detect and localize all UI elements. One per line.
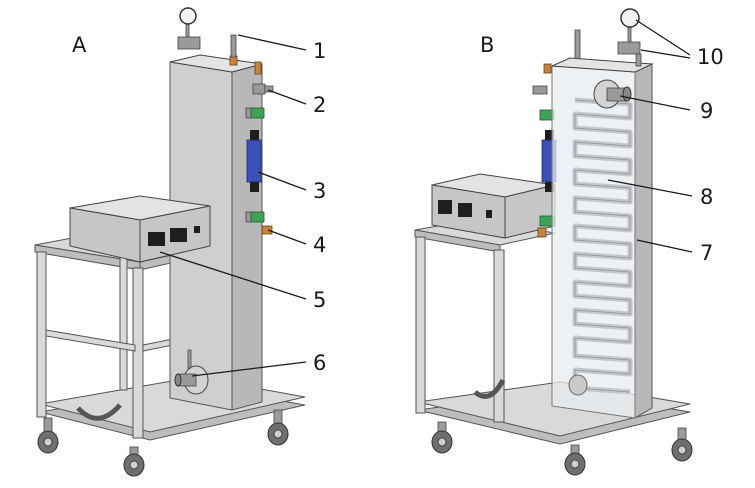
caster-wheels-a xyxy=(37,409,289,477)
leader-line-10b xyxy=(640,49,691,59)
leader-line-9 xyxy=(619,95,691,111)
callout-7: 7 xyxy=(700,241,713,265)
callout-10: 10 xyxy=(697,45,724,69)
callout-5: 5 xyxy=(313,288,326,312)
leader-line-6 xyxy=(191,361,307,377)
callout-2: 2 xyxy=(313,93,326,117)
apparatus-a xyxy=(34,7,306,477)
sample-port-b xyxy=(593,79,632,109)
callout-4: 4 xyxy=(313,233,326,257)
side-fittings-a xyxy=(245,61,274,235)
caster-wheels-b xyxy=(431,421,693,476)
callout-9: 9 xyxy=(700,99,713,123)
leader-lines xyxy=(159,19,693,377)
panel-label-b: B xyxy=(480,33,494,57)
callout-1: 1 xyxy=(313,39,326,63)
callout-3: 3 xyxy=(313,179,326,203)
leader-line-5 xyxy=(159,251,307,300)
leader-line-1 xyxy=(237,34,307,51)
leader-line-10a xyxy=(635,19,691,56)
leader-line-2 xyxy=(267,89,307,105)
leader-line-8 xyxy=(607,179,693,197)
leader-line-4 xyxy=(267,229,307,245)
sample-port-a xyxy=(174,349,209,395)
apparatus-b xyxy=(414,8,693,476)
control-box-b xyxy=(431,173,556,239)
pressure-gauge-a xyxy=(177,7,238,66)
column-b xyxy=(551,57,654,419)
pressure-gauge-b xyxy=(617,8,642,67)
leader-line-3 xyxy=(257,171,307,191)
control-box-a xyxy=(69,195,211,263)
leader-line-7 xyxy=(636,239,693,253)
callout-6: 6 xyxy=(313,351,326,375)
panel-label-a: A xyxy=(72,33,87,57)
callout-8: 8 xyxy=(700,185,713,209)
